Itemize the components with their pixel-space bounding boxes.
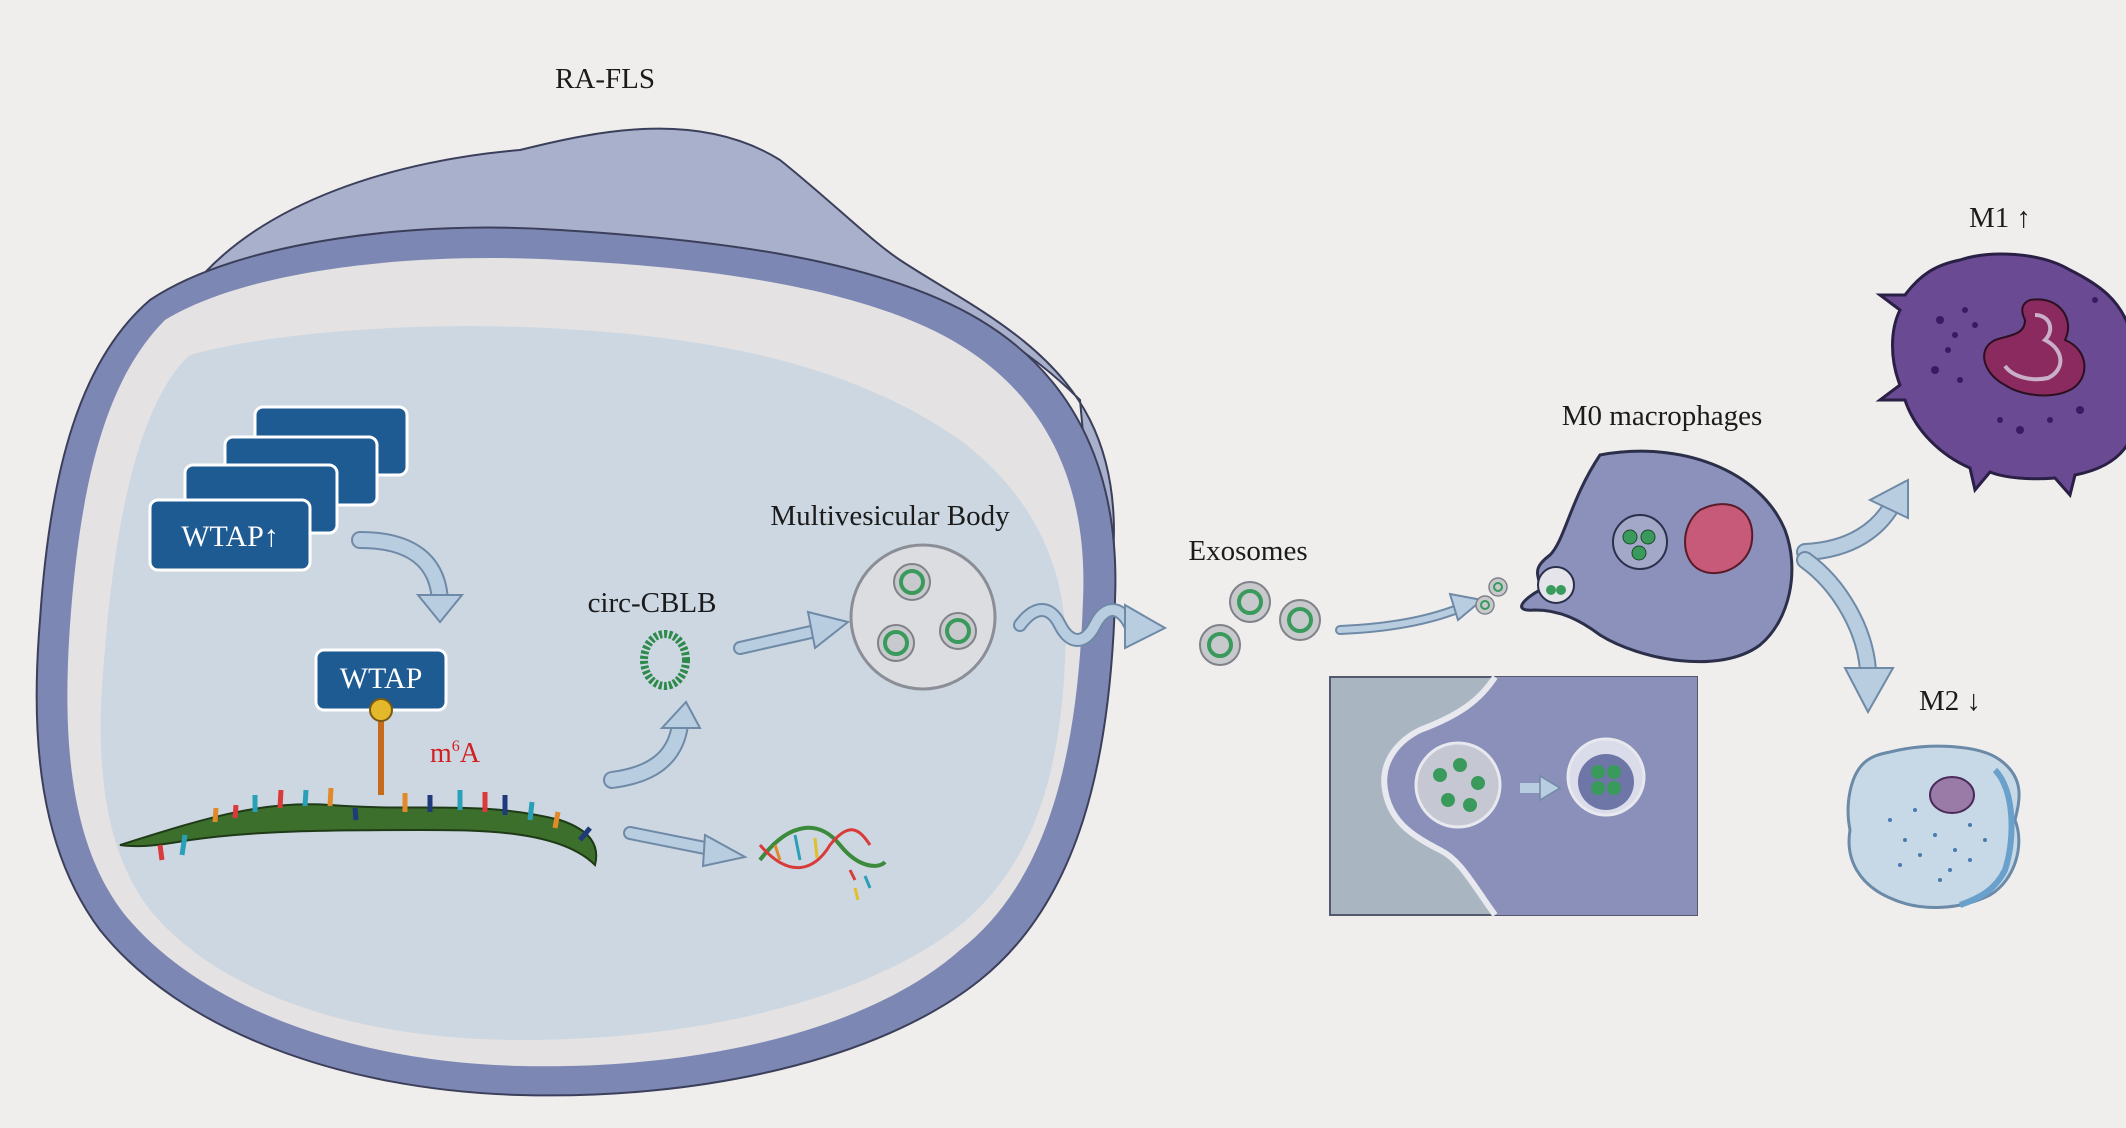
- wtap-label: WTAP: [340, 662, 423, 695]
- circrna-label: circ-CBLB: [588, 587, 717, 619]
- mvb-label: Multivesicular Body: [770, 500, 1010, 532]
- multivesicular-body-icon: [849, 543, 997, 691]
- m2-macrophage-icon: [1846, 744, 2021, 909]
- macrophage-icon: [1520, 449, 1794, 664]
- circrna-icon: [640, 630, 690, 690]
- dna-degradation-icon: [758, 825, 887, 901]
- phagocytosis-inset: [1329, 675, 1698, 917]
- exosome-icon: [1199, 581, 1321, 666]
- small-exosomes: [1475, 577, 1508, 615]
- m6a-label: m6A: [430, 738, 481, 769]
- exosomes-label: Exosomes: [1188, 535, 1307, 567]
- wtap-stack-icon: WTAP↑: [148, 405, 409, 572]
- rna-strand-icon: [119, 787, 598, 867]
- m1-label: M1 ↑: [1969, 202, 2031, 234]
- wtap-protein-icon: WTAP: [314, 648, 448, 795]
- m0-label: M0 macrophages: [1562, 400, 1763, 432]
- m2-label: M2 ↓: [1919, 685, 1981, 717]
- m1-macrophage-icon: [1875, 252, 2126, 499]
- wtap-up-label: WTAP↑: [181, 520, 279, 553]
- cell-title: RA-FLS: [555, 63, 655, 95]
